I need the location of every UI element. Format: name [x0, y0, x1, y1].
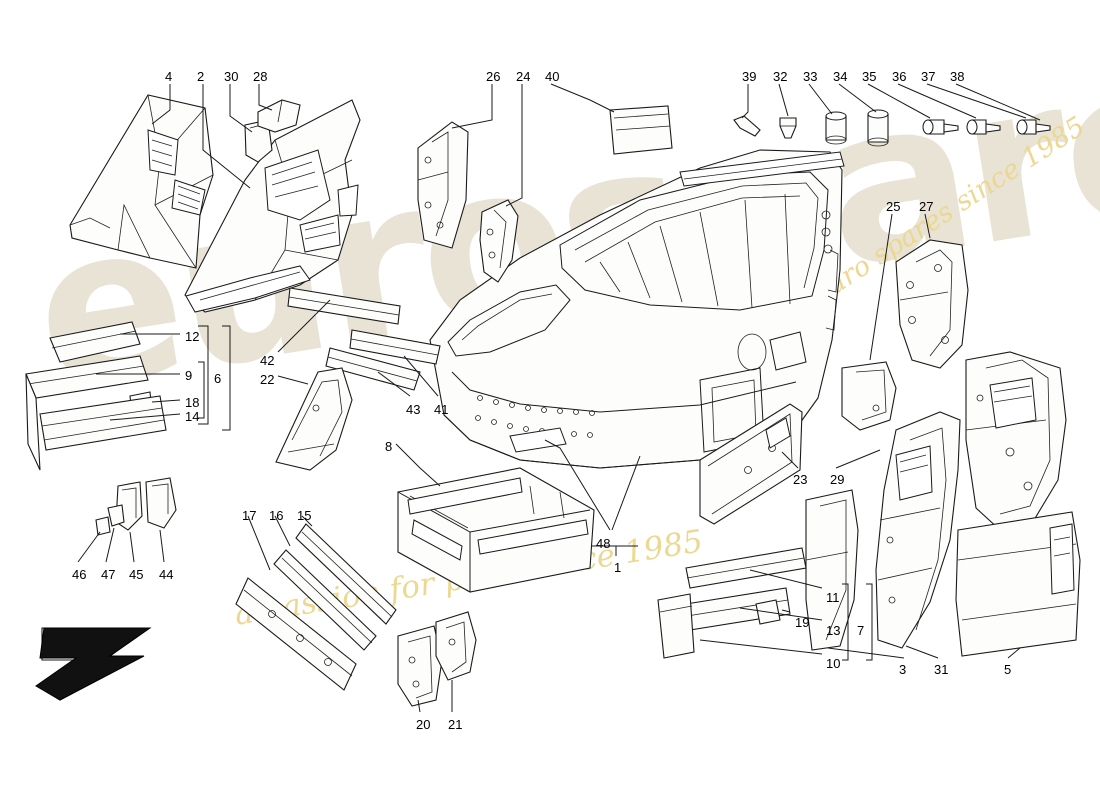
part-group-14	[39, 395, 167, 451]
part-group-23	[699, 403, 803, 525]
callout-2: 2	[197, 69, 205, 84]
part-group-42	[287, 287, 401, 325]
callout-21: 21	[448, 717, 463, 732]
part-group-43	[325, 347, 421, 391]
callout-43: 43	[406, 402, 421, 417]
callout-5: 5	[1004, 662, 1012, 677]
callout-42: 42	[260, 353, 275, 368]
fastener-32	[779, 117, 797, 139]
callout-34: 34	[833, 69, 848, 84]
fastener-36	[966, 119, 1001, 135]
callout-3: 3	[899, 662, 907, 677]
callout-18: 18	[185, 395, 200, 410]
direction-arrow	[35, 627, 152, 701]
callout-31: 31	[934, 662, 949, 677]
part-group-17	[235, 577, 357, 691]
part-group-10	[657, 593, 695, 659]
callout-26: 26	[486, 69, 501, 84]
callout-29: 29	[830, 472, 845, 487]
part-group-20	[397, 625, 443, 707]
callout-13: 13	[826, 623, 841, 638]
part-group-46	[95, 516, 111, 536]
part-group-12	[49, 321, 141, 363]
part-group-47	[107, 504, 125, 527]
part-group-11	[685, 547, 807, 589]
callout-28: 28	[253, 69, 268, 84]
part-group-26	[417, 121, 469, 249]
callout-6: 6	[214, 371, 222, 386]
fastener-34	[867, 109, 889, 147]
callout-14: 14	[185, 409, 200, 424]
callout-32: 32	[773, 69, 788, 84]
callout-15: 15	[297, 508, 312, 523]
callout-41: 41	[434, 402, 449, 417]
callout-23: 23	[793, 472, 808, 487]
part-group-21	[435, 611, 477, 681]
callout-48: 48	[596, 536, 611, 551]
callout-1: 1	[614, 560, 622, 575]
part-group-5	[955, 511, 1081, 657]
callout-8: 8	[385, 439, 393, 454]
callout-10: 10	[826, 656, 841, 671]
callout-44: 44	[159, 567, 174, 582]
part-group-27	[895, 239, 969, 369]
fastener-37	[1016, 119, 1051, 135]
part-group-22	[275, 367, 353, 471]
callout-20: 20	[416, 717, 431, 732]
callout-37: 37	[921, 69, 936, 84]
callout-40: 40	[545, 69, 560, 84]
callout-12: 12	[185, 329, 200, 344]
part-group-29	[965, 351, 1067, 531]
callout-19: 19	[795, 615, 810, 630]
callout-24: 24	[516, 69, 531, 84]
part-group-41	[349, 329, 441, 365]
part-group-44	[145, 477, 177, 529]
callout-17: 17	[242, 508, 257, 523]
part-group-40	[609, 105, 673, 155]
leader-lines	[77, 83, 1041, 713]
fastener-33	[825, 111, 847, 145]
part-group-16	[273, 549, 377, 651]
callout-7: 7	[857, 623, 865, 638]
part-group-24	[479, 199, 519, 283]
callout-39: 39	[742, 69, 757, 84]
callout-38: 38	[950, 69, 965, 84]
part-group-28	[257, 99, 301, 133]
callout-27: 27	[919, 199, 934, 214]
fastener-35	[922, 119, 959, 135]
callout-25: 25	[886, 199, 901, 214]
part-group-1-main-body	[429, 149, 845, 469]
part-group-9	[25, 355, 149, 471]
callout-11: 11	[826, 590, 840, 605]
part-group-4	[69, 94, 214, 269]
callout-35: 35	[862, 69, 877, 84]
callout-33: 33	[803, 69, 818, 84]
callout-4: 4	[165, 69, 173, 84]
callout-30: 30	[224, 69, 239, 84]
part-group-15	[295, 523, 397, 625]
callout-36: 36	[892, 69, 907, 84]
part-group-31	[875, 411, 961, 649]
callout-22: 22	[260, 372, 275, 387]
part-group-25	[841, 361, 897, 431]
callout-16: 16	[269, 508, 284, 523]
part-group-8	[397, 467, 595, 593]
callout-47: 47	[101, 567, 116, 582]
callout-9: 9	[185, 368, 193, 383]
callout-46: 46	[72, 567, 87, 582]
part-group-3	[805, 489, 859, 651]
part-group-2	[184, 99, 361, 313]
callout-45: 45	[129, 567, 144, 582]
fastener-39	[733, 115, 761, 137]
